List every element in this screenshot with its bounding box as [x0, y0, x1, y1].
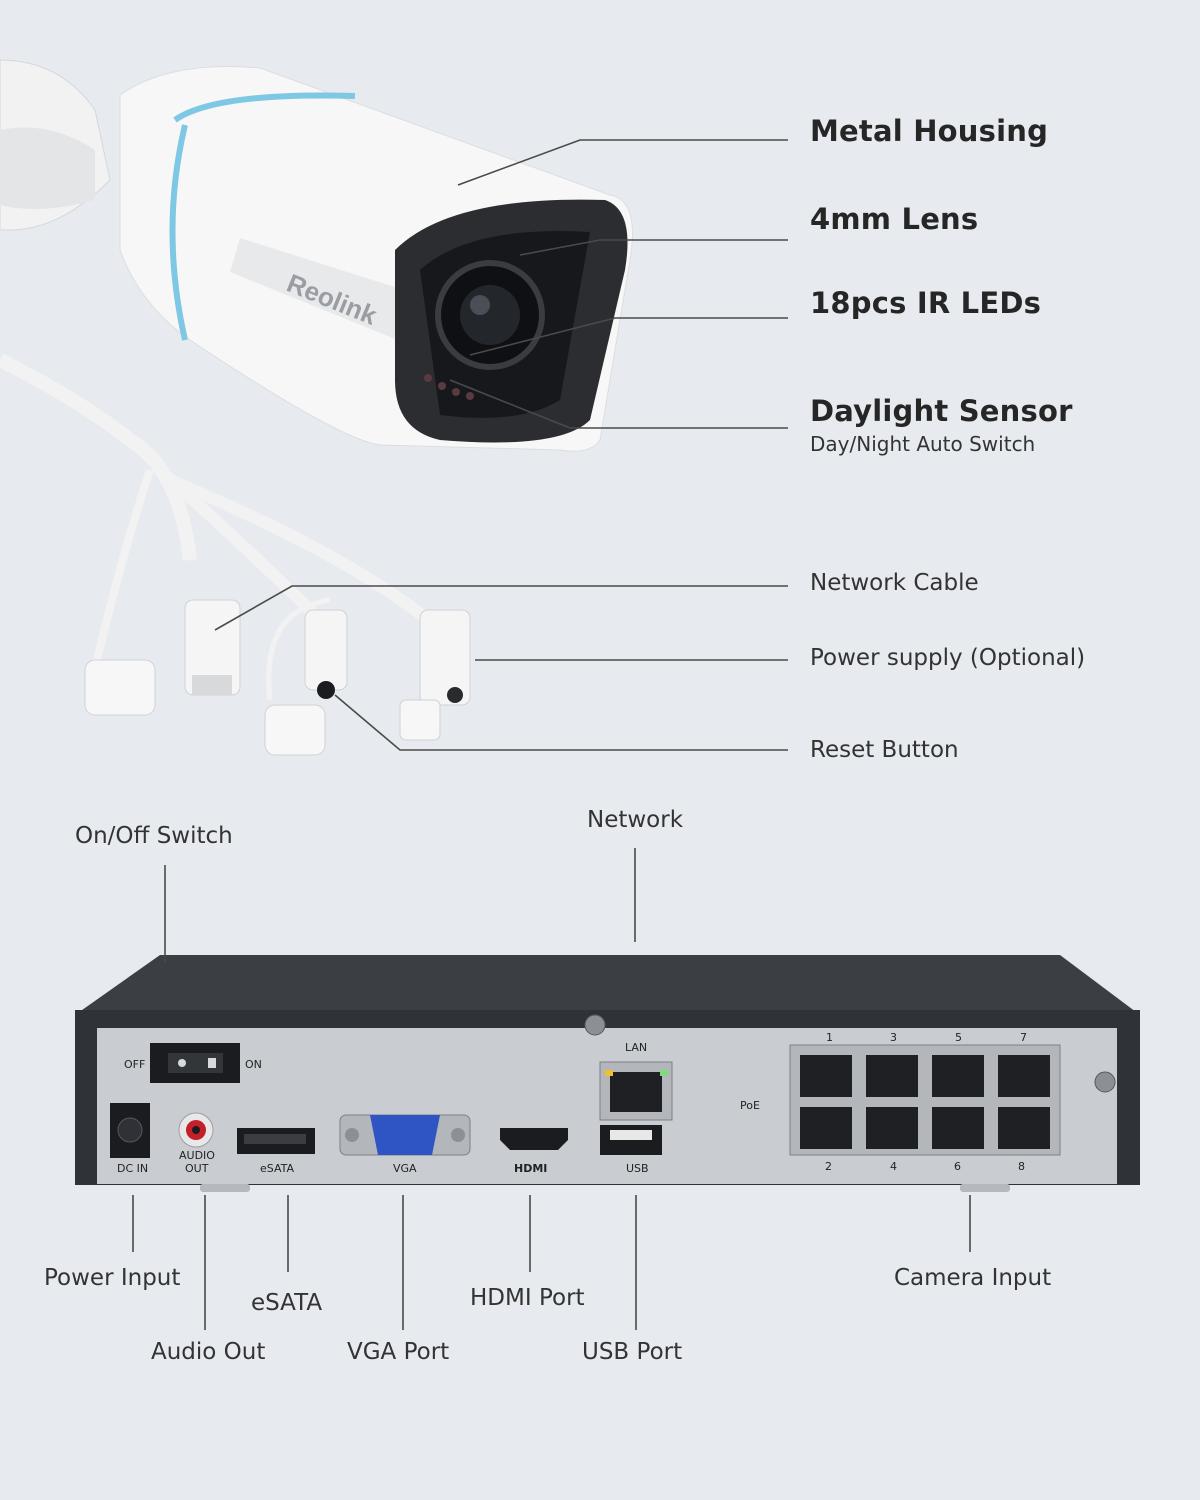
camera-illustration: Reolink	[0, 59, 633, 756]
panel-lan-text: LAN	[625, 1041, 647, 1054]
panel-usb-text: USB	[626, 1162, 649, 1175]
port-number-3: 3	[890, 1031, 897, 1044]
power-input-label: Power Input	[44, 1265, 181, 1291]
port-number-8: 8	[1018, 1160, 1025, 1173]
panel-out-text: OUT	[185, 1162, 209, 1175]
esata-label: eSATA	[251, 1290, 323, 1316]
panel-audio-text: AUDIO	[179, 1149, 215, 1162]
power-supply-label: Power supply (Optional)	[810, 645, 1086, 671]
ir-leds-label: 18pcs IR LEDs	[810, 286, 1042, 320]
vga-port-label: VGA Port	[347, 1339, 450, 1365]
panel-poe-text: PoE	[740, 1099, 760, 1112]
port-number-2: 2	[825, 1160, 832, 1173]
network-cable-label: Network Cable	[810, 570, 979, 596]
audio-out-label: Audio Out	[151, 1339, 266, 1365]
panel-off-text: OFF	[124, 1058, 145, 1071]
nvr-leader-lines	[132, 848, 971, 1330]
port-number-1: 1	[826, 1031, 833, 1044]
camera-leader-lines	[214, 139, 788, 751]
panel-hdmi-text: HDMI	[514, 1162, 547, 1175]
network-label: Network	[587, 807, 684, 833]
lens-label: 4mm Lens	[810, 202, 979, 236]
daylight-sensor-label: Daylight Sensor	[810, 394, 1073, 428]
nvr-illustration: OFF ON DC IN AUDIO OUT eSATA VGA HDMI US…	[75, 955, 1140, 1192]
metal-housing-label: Metal Housing	[810, 114, 1049, 148]
reset-button-label: Reset Button	[810, 737, 959, 763]
port-number-5: 5	[955, 1031, 962, 1044]
port-number-4: 4	[890, 1160, 897, 1173]
panel-vga-text: VGA	[393, 1162, 417, 1175]
panel-dc-in-text: DC IN	[117, 1162, 148, 1175]
port-number-7: 7	[1020, 1031, 1027, 1044]
usb-port-label: USB Port	[582, 1339, 683, 1365]
on-off-switch-label: On/Off Switch	[75, 823, 233, 849]
camera-input-label: Camera Input	[894, 1265, 1052, 1291]
panel-on-text: ON	[245, 1058, 262, 1071]
daylight-sensor-sublabel: Day/Night Auto Switch	[810, 432, 1036, 456]
port-number-6: 6	[954, 1160, 961, 1173]
hdmi-port-label: HDMI Port	[470, 1285, 585, 1311]
panel-esata-text: eSATA	[260, 1162, 294, 1175]
